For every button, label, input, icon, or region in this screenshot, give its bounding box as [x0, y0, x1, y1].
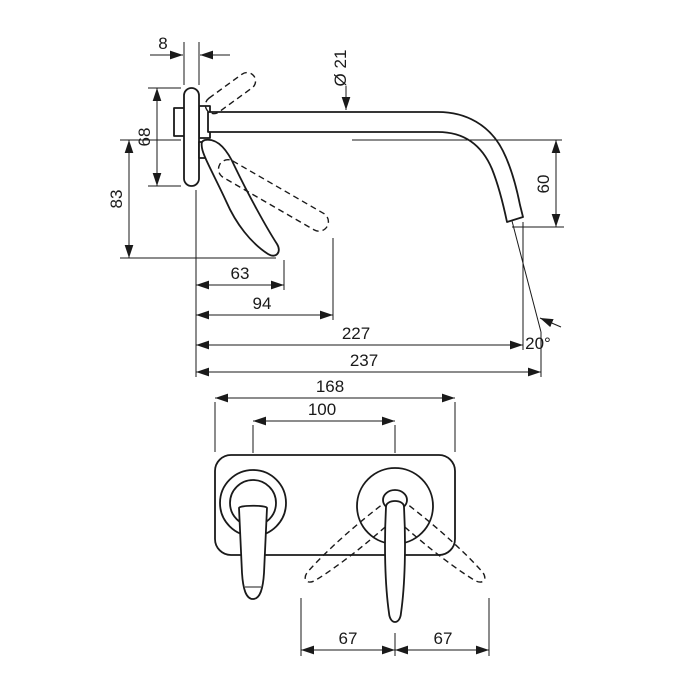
lever-handle-side	[200, 138, 280, 257]
stream-direction-line	[511, 220, 542, 333]
handle-front	[304, 467, 486, 623]
dim-label-plate-height: 68	[135, 128, 154, 147]
dim-label-stream-angle: 20°	[525, 334, 551, 353]
spout-body-front	[238, 504, 268, 600]
dimension-plate-height: 68	[135, 87, 181, 187]
dimension-center-spacing: 100	[252, 400, 396, 453]
front-view: 168 100	[214, 377, 490, 656]
wall-plate-side	[183, 87, 200, 187]
lever-handle-alt-positions	[204, 71, 330, 232]
dim-label-swing-right: 67	[434, 629, 453, 648]
dim-label-overall-reach: 237	[350, 351, 378, 370]
spout-side	[207, 111, 524, 223]
dim-label-height-below-axis: 83	[107, 190, 126, 209]
dimension-height-below-axis: 83	[107, 139, 276, 259]
lever-front-solid	[384, 500, 406, 623]
dimension-chain-reach: 63 94 227 237	[195, 190, 542, 377]
dim-label-handle-reach: 63	[231, 264, 250, 283]
dim-label-spout-reach: 227	[342, 324, 370, 343]
dim-label-spout-drop: 60	[534, 175, 553, 194]
dim-label-handle-reach-open: 94	[253, 294, 272, 313]
dim-label-center-spacing: 100	[308, 400, 336, 419]
dimension-plate-thickness: 8	[150, 34, 230, 85]
dim-label-swing-left: 67	[339, 629, 358, 648]
dimension-spout-drop: 60	[512, 140, 564, 228]
dimension-spout-diameter: Ø 21	[331, 50, 351, 110]
stream-angle-indicator: 20°	[511, 220, 562, 353]
lever-alt-down	[217, 158, 330, 232]
lever-alt-up	[204, 71, 257, 115]
dimension-plate-width: 168	[214, 377, 456, 452]
spout-front	[219, 469, 287, 600]
dimension-handle-swing: 67 67	[300, 598, 490, 656]
dim-label-plate-width: 168	[316, 377, 344, 396]
dim-label-spout-diameter: Ø 21	[331, 50, 350, 87]
dim-label-plate-thickness: 8	[158, 34, 167, 53]
side-view: 8 Ø 21 68 83 60	[107, 34, 564, 377]
